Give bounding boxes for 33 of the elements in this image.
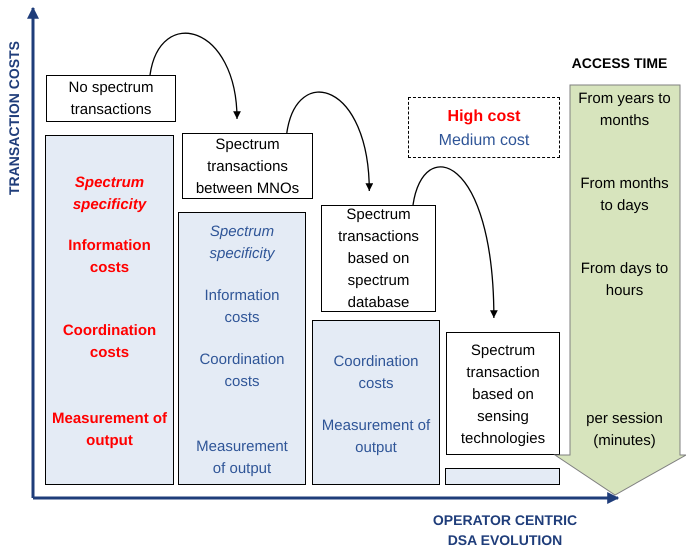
- curved-arrow: [149, 32, 240, 120]
- cost-bar: [178, 212, 306, 485]
- time-label: per session (minutes): [585, 409, 664, 451]
- stage-box: [182, 133, 313, 199]
- stage-label: Spectrum transaction based on sensing technologies: [460, 341, 546, 449]
- cost-bar: [445, 468, 560, 485]
- cost-label: Coordination costs: [62, 321, 158, 363]
- time-label: From months to days: [579, 174, 670, 216]
- stage-label: No spectrum transactions: [67, 78, 155, 120]
- cost-label: Coordination costs: [332, 352, 420, 394]
- stage-label: Spectrum transactions based on spectrum database: [337, 205, 420, 313]
- stage-box: [46, 75, 176, 122]
- cost-label: Measurement of output: [50, 409, 168, 451]
- time-label: From days to hours: [580, 259, 670, 301]
- curved-arrow: [412, 166, 498, 318]
- cost-label: Information costs: [67, 236, 152, 278]
- cost-label: Spectrum specificity: [208, 222, 276, 264]
- curved-arrow: [286, 92, 373, 192]
- cost-bar: [45, 135, 174, 485]
- cost-label: Measurement of output: [195, 437, 289, 479]
- legend-label: Medium cost: [438, 131, 530, 151]
- axis-label: OPERATOR CENTRIC DSA EVOLUTION: [432, 511, 578, 550]
- cost-label: Information costs: [203, 286, 281, 328]
- time-label: From years to months: [577, 89, 672, 131]
- stage-label: Spectrum transactions between MNOs: [194, 135, 300, 199]
- stage-box: [321, 205, 436, 312]
- cost-bar: [312, 320, 440, 485]
- column-heading: ACCESS TIME: [570, 54, 668, 73]
- legend-label: High cost: [446, 107, 522, 127]
- cost-label: Measurement of output: [320, 416, 432, 458]
- stage-box: [446, 332, 560, 455]
- cost-label: Coordination costs: [198, 350, 286, 392]
- cost-label: Spectrum specificity: [72, 173, 148, 215]
